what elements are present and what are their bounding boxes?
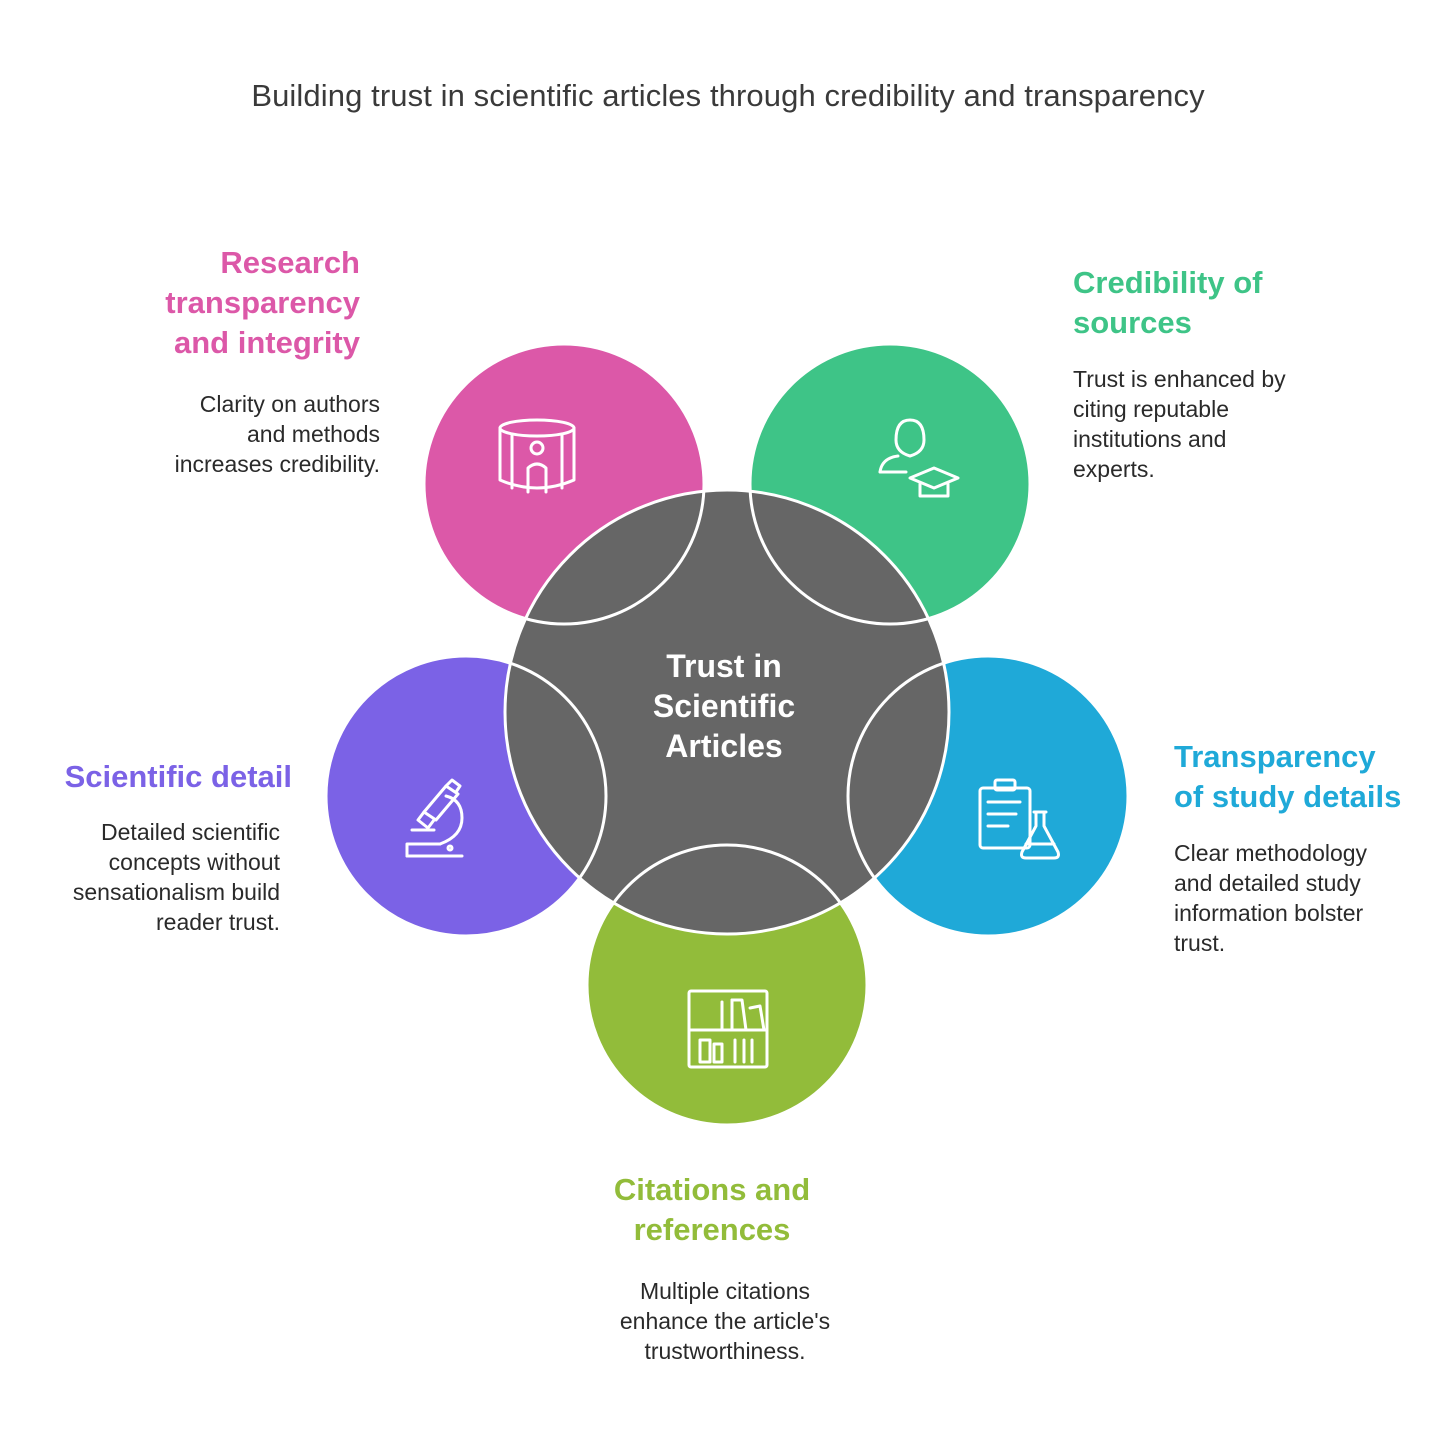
center-label-line1: Trust in: [666, 648, 782, 684]
credibility-heading-line1: Credibility of: [1073, 265, 1263, 300]
diagram-title: Building trust in scientific articles th…: [251, 78, 1205, 113]
scientific-desc-line3: sensationalism build: [72, 879, 280, 905]
bookshelf-icon: [687, 989, 769, 1069]
scientific-heading-line1: Scientific detail: [64, 759, 292, 794]
citations-heading-line1: Citations and: [613, 1172, 811, 1207]
citations-description: Multiple citations enhance the article's…: [575, 1276, 875, 1366]
citations-desc-line3: trustworthiness.: [644, 1338, 806, 1364]
citations-desc-line1: Multiple citations: [639, 1278, 811, 1304]
microscope-icon: [405, 778, 464, 858]
center-label-line2: Scientific: [653, 688, 795, 724]
credibility-desc-line4: experts.: [1073, 456, 1155, 482]
research-heading-line3: and integrity: [173, 325, 360, 360]
research-heading: Research transparency and integrity: [60, 243, 360, 363]
citations-desc-line2: enhance the article's: [619, 1308, 831, 1334]
citations-heading: Citations and references: [562, 1170, 862, 1250]
center-circle: [503, 488, 951, 936]
scientific-desc-line4: reader trust.: [156, 909, 280, 935]
research-desc-line1: Clarity on authors: [199, 391, 380, 417]
research-description: Clarity on authors and methods increases…: [80, 389, 380, 479]
person-in-cylinder-icon: [498, 418, 576, 494]
research-heading-line2: transparency: [165, 285, 360, 320]
scientific-heading: Scientific detail: [20, 757, 292, 797]
credibility-description: Trust is enhanced by citing reputable in…: [1073, 364, 1393, 484]
transparency-desc-line1: Clear methodology: [1174, 840, 1368, 866]
credibility-desc-line1: Trust is enhanced by: [1073, 366, 1286, 392]
center-label-line3: Articles: [665, 728, 782, 764]
credibility-desc-line3: institutions and: [1073, 426, 1227, 452]
credibility-heading: Credibility of sources: [1073, 263, 1373, 343]
transparency-heading: Transparency of study details: [1174, 737, 1444, 817]
scientific-desc-line2: concepts without: [108, 849, 280, 875]
graduate-person-icon: [878, 418, 960, 498]
transparency-desc-line2: and detailed study: [1174, 870, 1361, 896]
research-desc-line3: increases credibility.: [174, 451, 380, 477]
transparency-heading-line2: of study details: [1174, 779, 1402, 814]
credibility-heading-line2: sources: [1073, 305, 1192, 340]
credibility-desc-line2: citing reputable: [1073, 396, 1229, 422]
transparency-heading-line1: Transparency: [1174, 739, 1376, 774]
research-heading-line1: Research: [220, 245, 360, 280]
citations-heading-line2: references: [633, 1212, 791, 1247]
clipboard-flask-icon: [978, 778, 1060, 860]
transparency-description: Clear methodology and detailed study inf…: [1174, 838, 1444, 958]
transparency-desc-line4: trust.: [1174, 930, 1226, 956]
research-desc-line2: and methods: [247, 421, 380, 447]
scientific-desc-line1: Detailed scientific: [101, 819, 280, 845]
transparency-desc-line3: information bolster: [1174, 900, 1364, 926]
scientific-description: Detailed scientific concepts without sen…: [20, 817, 280, 937]
